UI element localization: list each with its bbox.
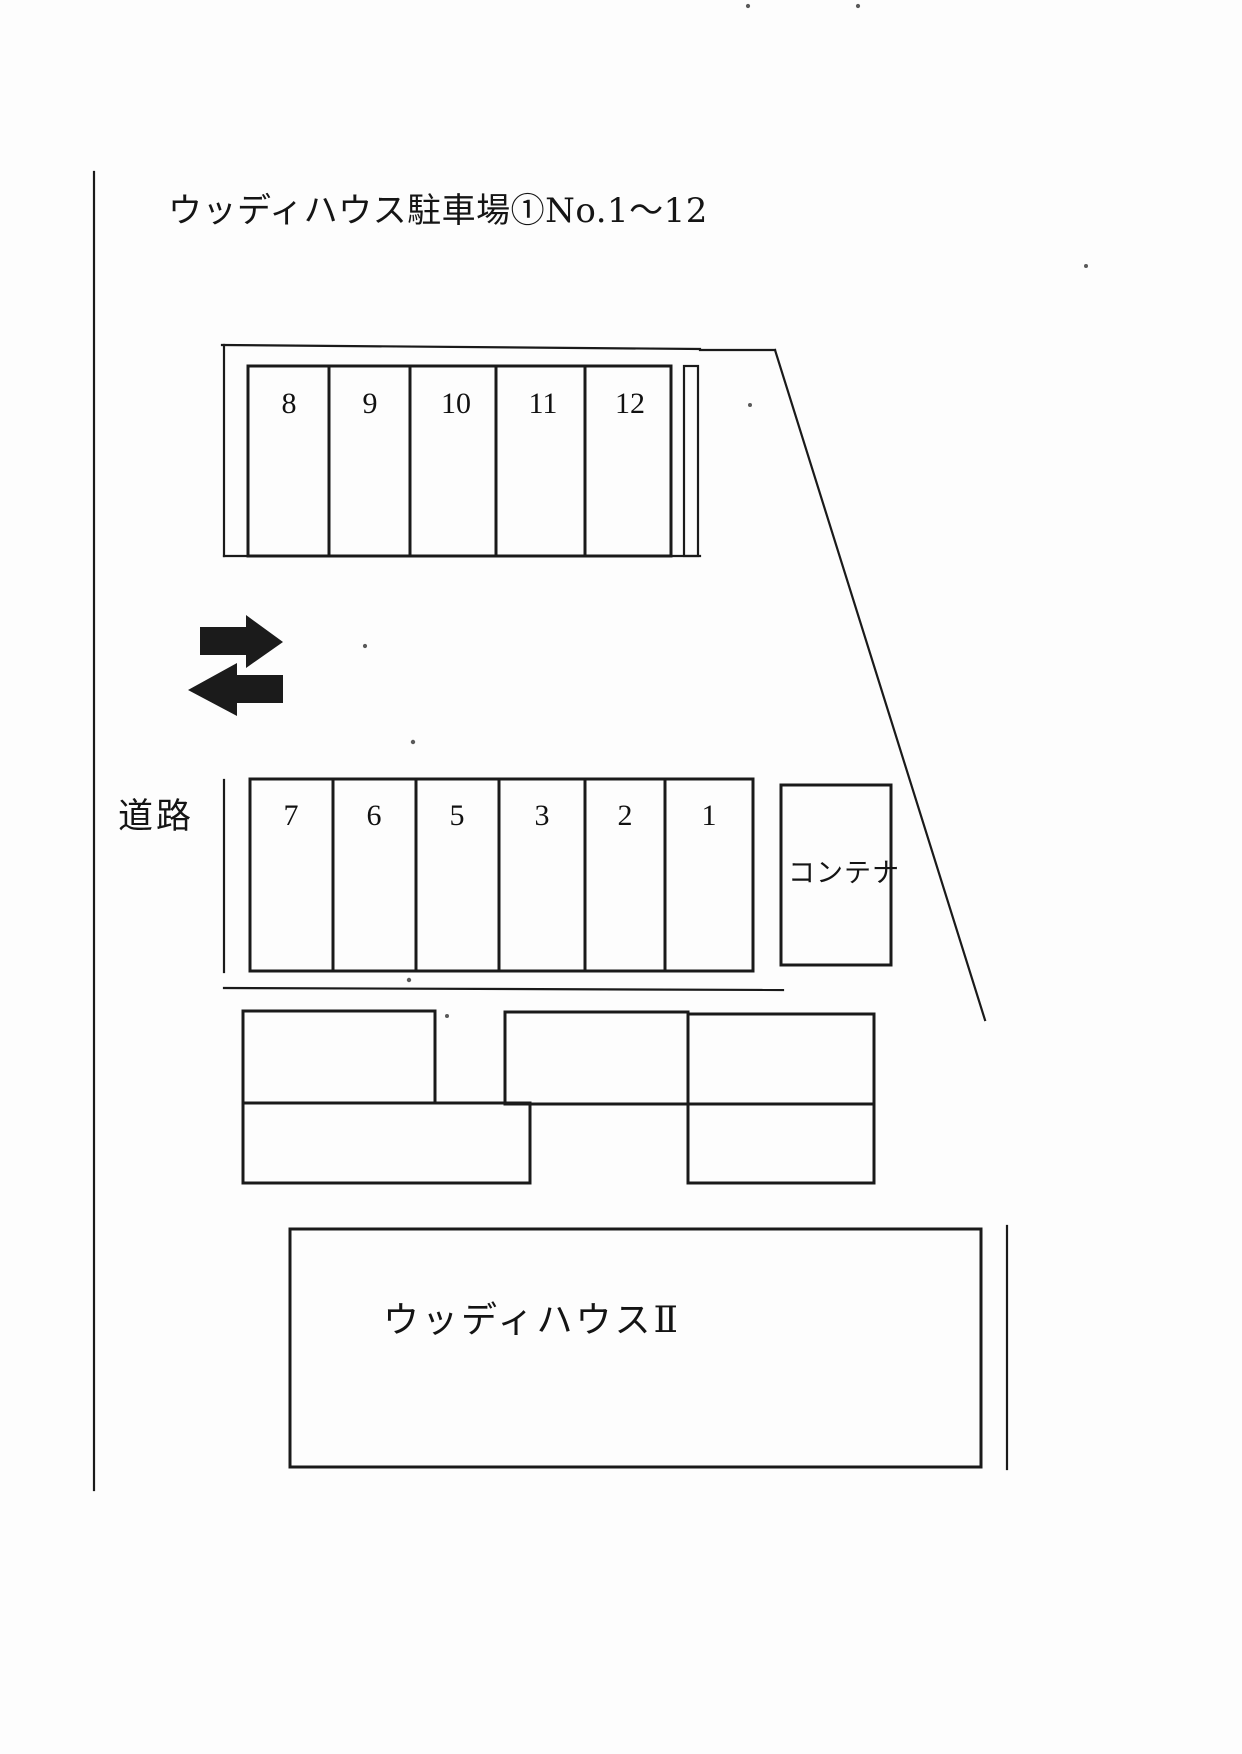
- stall-label-12: 12: [615, 387, 645, 420]
- building-block-upper-left: [241, 1009, 437, 1105]
- upper-parking-row: 8 9 10 11 12: [246, 364, 700, 558]
- site-boundary-diagonal: [773, 348, 987, 1022]
- stall-label-2: 2: [618, 799, 633, 832]
- road-label: 道路: [118, 797, 194, 837]
- stall-label-3: 3: [535, 799, 550, 832]
- building-block-lower-right: [686, 1102, 876, 1185]
- stall-box-1[interactable]: [663, 777, 755, 973]
- container-label: コンテナ: [788, 858, 900, 889]
- stall-label-6: 6: [367, 799, 382, 832]
- building-block-upper-middle: [503, 1010, 690, 1106]
- main-building-outline: [288, 1227, 983, 1469]
- arrow-left-icon: [188, 663, 283, 716]
- stall-label-10: 10: [441, 387, 471, 420]
- container-box[interactable]: [779, 783, 893, 967]
- stall-label-8: 8: [282, 387, 297, 420]
- page-title: ウッディハウス駐車場①No.1～12: [168, 191, 708, 231]
- arrow-right-icon: [200, 615, 283, 668]
- building-block-upper-right: [686, 1012, 876, 1106]
- upper-row-curb-line: [220, 343, 702, 351]
- traffic-flow-arrows: [188, 615, 283, 716]
- building-block-lower-left: [241, 1101, 532, 1185]
- stall-label-5: 5: [450, 799, 465, 832]
- middle-building-blocks: [241, 1009, 876, 1185]
- stall-label-9: 9: [363, 387, 378, 420]
- main-building-label: ウッディハウスⅡ: [383, 1300, 681, 1341]
- scan-specks: [362, 3, 1088, 1018]
- lower-row-curb-line: [222, 986, 785, 992]
- upper-row-narrow-bay: [682, 364, 700, 558]
- lower-parking-row: 7 6 5 3 2 1: [248, 777, 755, 973]
- stall-label-1: 1: [702, 799, 717, 832]
- stall-label-7: 7: [284, 799, 299, 832]
- stall-label-11: 11: [529, 387, 558, 420]
- stall-box-12[interactable]: [583, 364, 673, 558]
